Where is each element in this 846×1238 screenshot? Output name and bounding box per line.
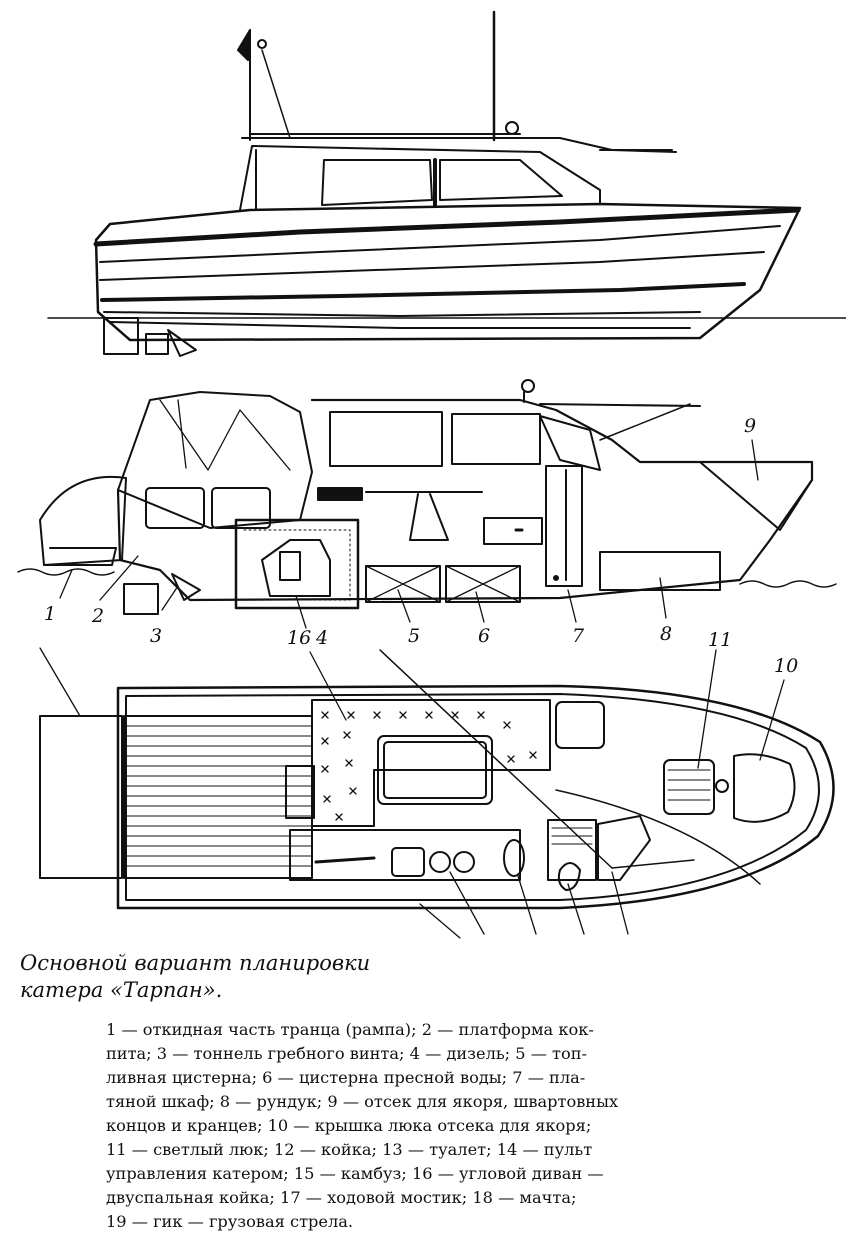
plan-view	[39, 647, 835, 939]
label-1: 1	[44, 603, 56, 625]
side-elevation	[47, 10, 846, 357]
legend-line: пита; 3 — тоннель гребного винта; 4 — ди…	[106, 1044, 588, 1063]
longitudinal-section	[17, 379, 837, 629]
label-12: 12	[626, 939, 650, 940]
label-16: 16	[287, 627, 311, 649]
label-5: 5	[408, 625, 420, 647]
legend-line: 1 — откидная часть транца (рампа); 2 — п…	[106, 1020, 594, 1039]
label-11: 11	[708, 629, 732, 651]
legend-line: 19 — гик — грузовая стрела.	[106, 1212, 354, 1231]
label-6: 6	[478, 625, 490, 647]
legend: 1 — откидная часть транца (рампа); 2 — п…	[106, 1018, 746, 1234]
label-7: 7	[572, 625, 585, 647]
label-8: 8	[660, 623, 672, 645]
label-4: 4	[315, 627, 328, 649]
figure-caption: Основной вариант планировки катера «Тарп…	[20, 950, 440, 1004]
legend-line: двуспальная койка; 17 — ходовой мостик; …	[106, 1188, 577, 1207]
legend-line: тяной шкаф; 8 — рундук; 9 — отсек для як…	[106, 1092, 619, 1111]
caption-line-2: катера «Тарпан».	[20, 978, 223, 1002]
label-3: 3	[150, 625, 162, 647]
boat-drawings: 1 2 3 16 4 5 6 7 8 9 11 10 15 14 13 12	[17, 10, 846, 965]
label-10: 10	[774, 655, 798, 677]
legend-line: 11 — светлый люк; 12 — койка; 13 — туале…	[106, 1140, 593, 1159]
legend-line: ливная цистерна; 6 — цистерна пресной во…	[106, 1068, 586, 1087]
legend-line: управления катером; 15 — камбуз; 16 — уг…	[106, 1164, 604, 1183]
label-2: 2	[91, 605, 104, 627]
legend-line: концов и кранцев; 10 — крышка люка отсек…	[106, 1116, 592, 1135]
label-9: 9	[744, 415, 756, 437]
caption-line-1: Основной вариант планировки	[20, 951, 371, 975]
